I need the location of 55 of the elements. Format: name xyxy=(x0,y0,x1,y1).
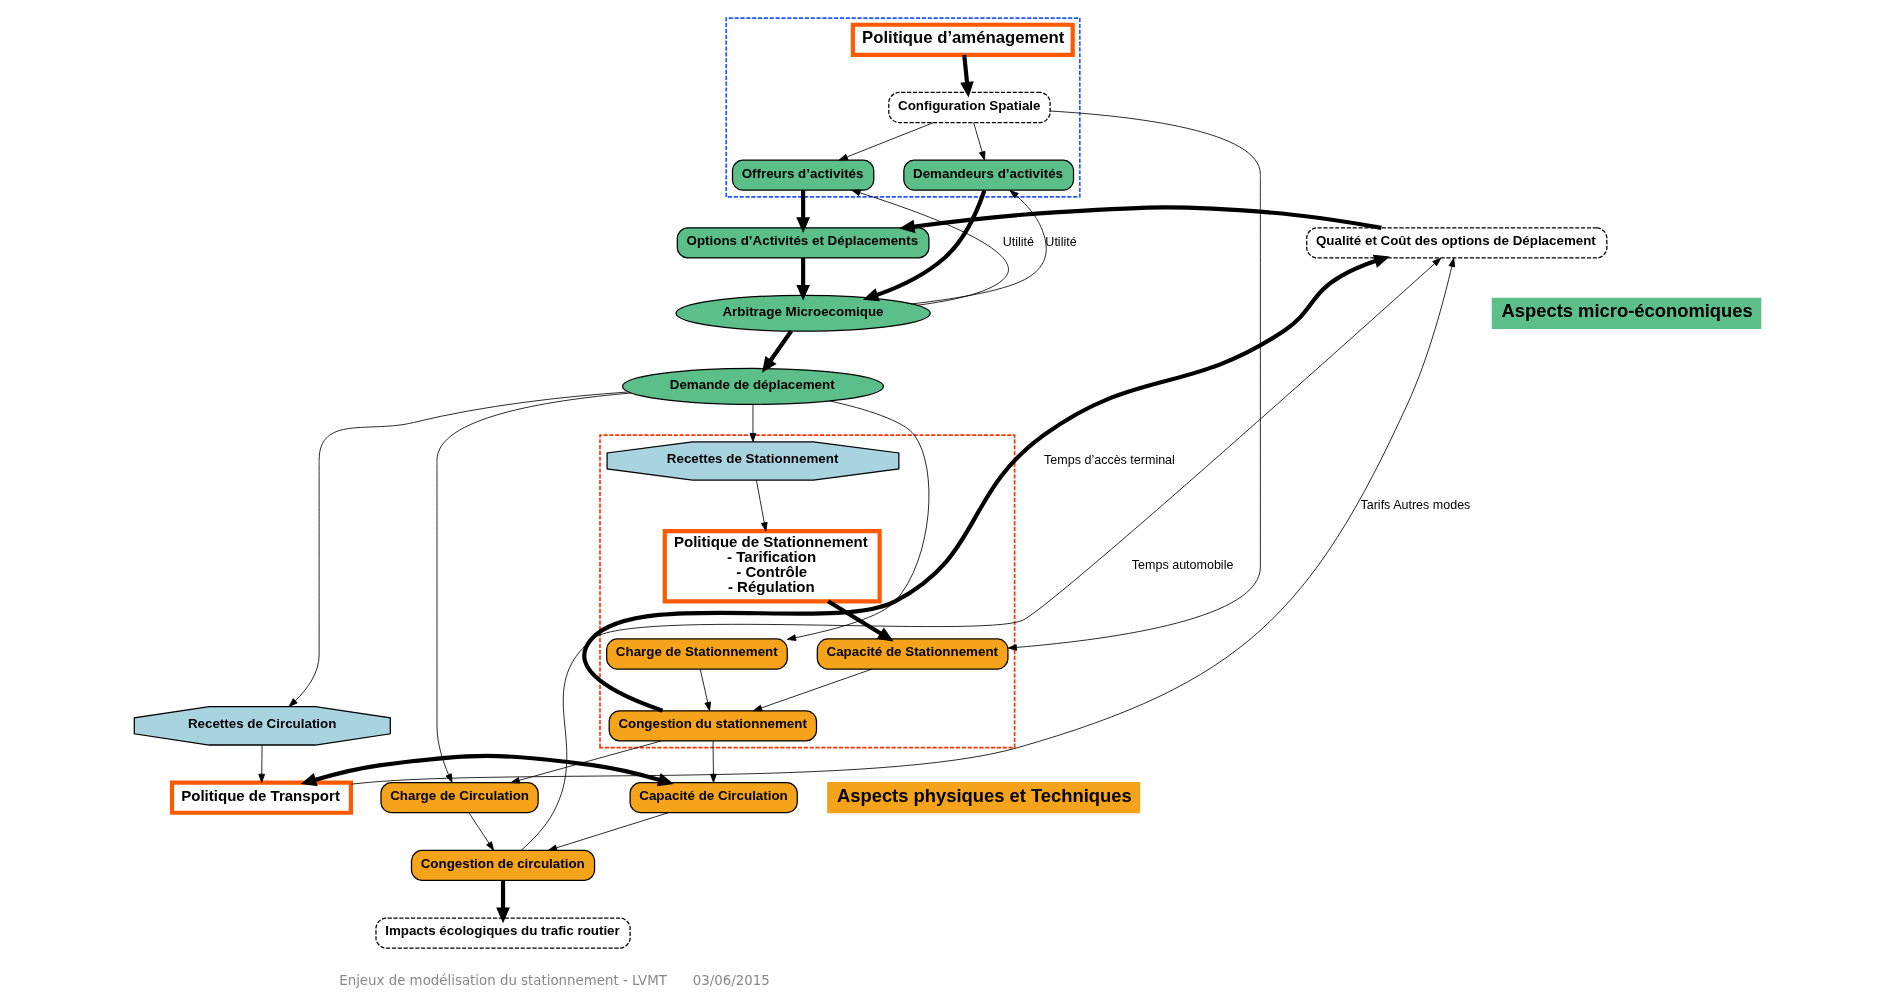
arrow xyxy=(910,189,1047,305)
arrow xyxy=(468,812,495,851)
arrow xyxy=(288,391,630,707)
node-ellipse: Demande de déplacement xyxy=(621,367,885,405)
node-box: Congestion de circulation xyxy=(410,849,596,882)
label: Enjeux de modélisation du stationnement - LVMT xyxy=(339,972,667,988)
node-box: Charge de Circulation xyxy=(380,782,539,814)
node-box: Congestion du stationnement xyxy=(608,710,818,742)
arrow xyxy=(960,54,974,98)
node-box: Aspects physiques et Techniques xyxy=(827,782,1141,814)
arrow xyxy=(827,599,894,642)
arrow xyxy=(699,668,712,712)
arrow xyxy=(862,189,987,302)
arrow xyxy=(899,205,1382,234)
edge-label: Temps d’accès terminal xyxy=(1044,452,1175,467)
edge-label: Utilité xyxy=(1002,234,1035,249)
arrow xyxy=(350,257,1456,785)
arrow xyxy=(753,668,873,712)
node-box: Options d’Activités et Déplacements xyxy=(676,227,930,259)
arrow xyxy=(436,392,632,783)
arrow xyxy=(749,403,757,443)
arrow xyxy=(496,880,510,924)
node-ellipse: Arbitrage Microecomique xyxy=(675,294,931,332)
node-box: Qualité et Coût des options de Déplacement xyxy=(1306,227,1608,259)
edge-label: Tarifs Autres modes xyxy=(1360,497,1471,512)
arrow xyxy=(973,122,986,161)
arrow xyxy=(786,400,930,641)
node-box: Aspects micro-économiques xyxy=(1491,297,1762,329)
arrow xyxy=(1007,110,1261,651)
node-box: Charge de Stationnement xyxy=(606,638,788,670)
arrow xyxy=(796,190,810,233)
arrow xyxy=(796,258,810,301)
node-box: Capacité de Stationnement xyxy=(816,638,1009,670)
node-box: Capacité de Circulation xyxy=(629,782,798,814)
node-box: Politique d’aménagement xyxy=(850,22,1075,57)
arrow xyxy=(520,257,1442,851)
edge-label: Utilité xyxy=(1045,234,1077,249)
arrow xyxy=(582,254,1390,713)
node-box: Politique de Transport xyxy=(169,780,353,815)
arrow xyxy=(548,812,669,852)
arrow xyxy=(851,189,1009,306)
arrow xyxy=(510,740,662,784)
arrow xyxy=(756,479,768,532)
arrow xyxy=(258,744,266,783)
arrow xyxy=(838,122,934,161)
arrow xyxy=(761,329,793,373)
node-box: Demandeurs d’activités xyxy=(903,159,1075,191)
node-box: Politique de Stationnement - Tarification - Contrôle - Régulation xyxy=(662,529,882,604)
arrow xyxy=(710,740,717,783)
label: 03/06/2015 xyxy=(692,972,770,988)
node-box: Impacts écologiques du trafic routier xyxy=(375,917,631,949)
arrow xyxy=(300,753,674,787)
node-box: Offreurs d’activités xyxy=(731,159,875,191)
node-box: Configuration Spatiale xyxy=(888,91,1051,124)
edge-label: Temps automobile xyxy=(1131,558,1234,573)
